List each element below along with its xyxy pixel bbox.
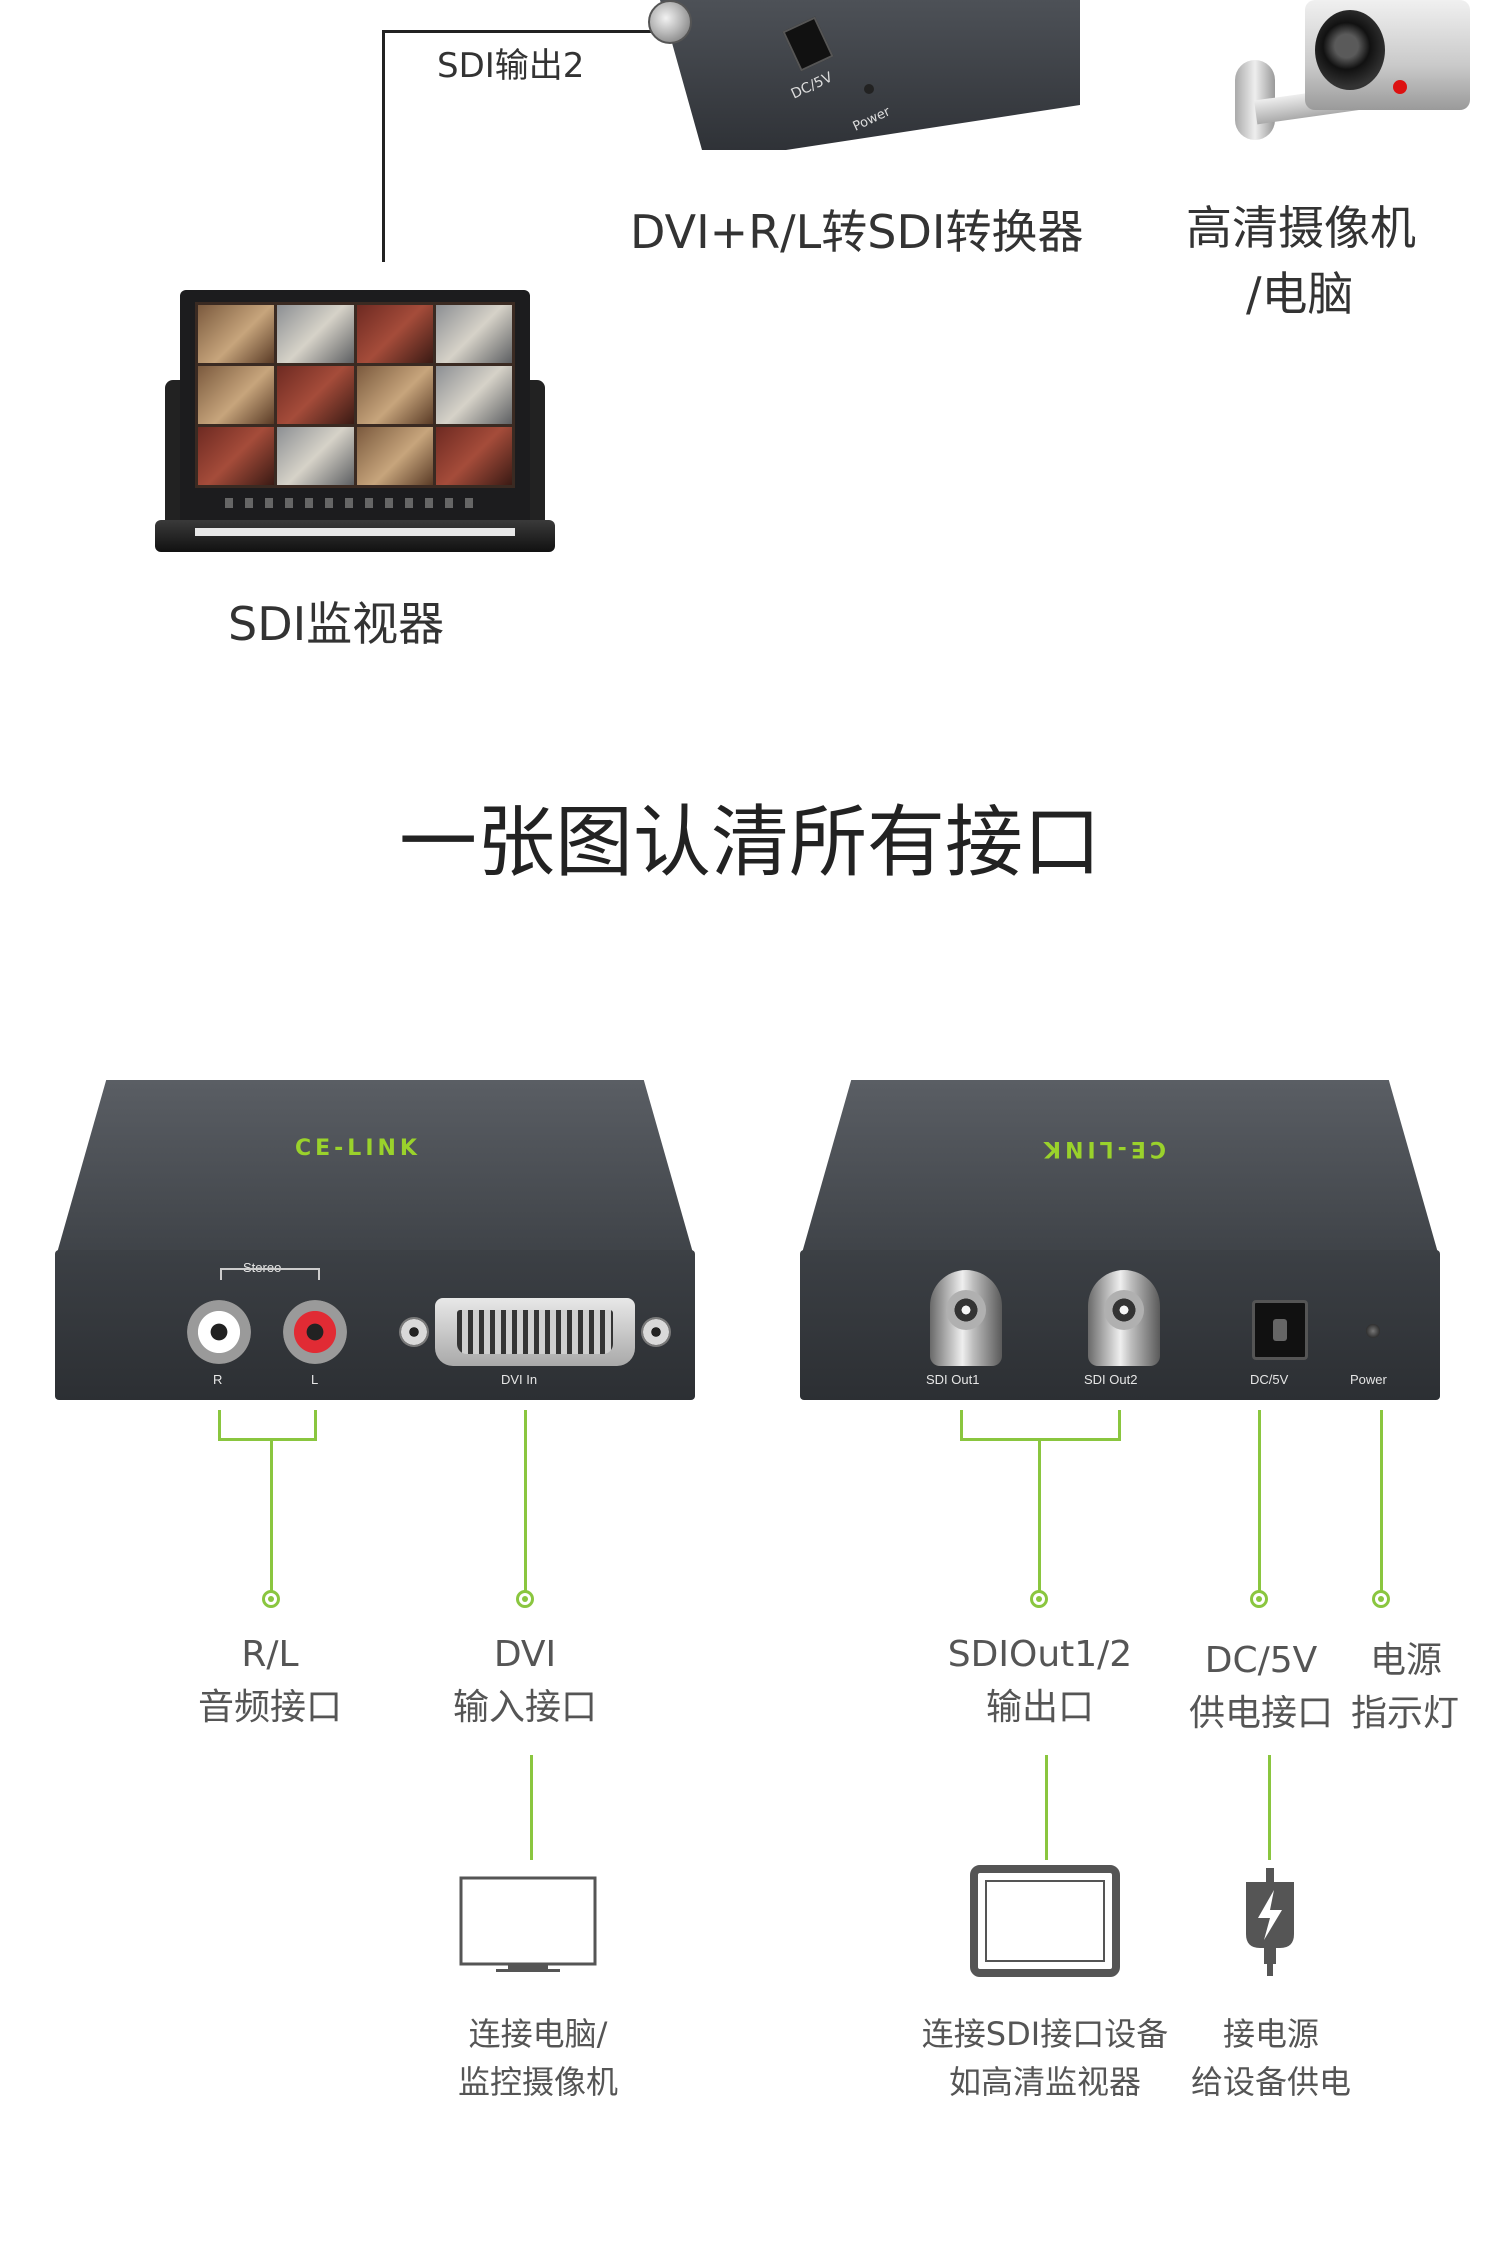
sdi-label-line2: 输出口 [985,1687,1094,1728]
power-connector-line [1268,1755,1271,1860]
power-dot [1372,1590,1390,1608]
right-device-image: CE-LINK SDI Out1 SDI Out2 DC/5V Power [800,1080,1440,1400]
sdi-stem [1038,1440,1041,1592]
rl-bracket-left [218,1410,221,1440]
sdi-out2-port [1088,1270,1160,1366]
power-led [1366,1324,1380,1338]
right-device-top [800,1080,1440,1260]
rca-white-port [187,1300,251,1364]
sdi-cable-top [382,30,657,33]
left-device-image: CE-LINK Stereo R L DVI In [55,1080,695,1400]
sdi-out-label: SDI输出2 [437,46,585,86]
rl-bracket-bar [218,1438,317,1441]
dc-dot [1250,1590,1268,1608]
sdi-bracket-bar [960,1438,1121,1441]
converter-caption: DVI+R/L转SDI转换器 [630,205,1084,259]
connection-diagram: SDI输出2 DC/5V Power DVI+R/L转SDI转换器 高清摄像机 … [0,0,1500,680]
monitor-caption: SDI监视器 [228,597,445,651]
rca-r-label: R [213,1372,223,1387]
dc-label-line2: 供电接口 [1188,1693,1333,1734]
dc-label-line1: DC/5V [1204,1640,1318,1681]
stereo-bracket [220,1268,320,1280]
power-plug-icon [1246,1868,1294,1976]
rca-red-port [283,1300,347,1364]
monitor-screen [195,302,515,488]
display-icon [970,1865,1120,1977]
sdi-device-target-line2: 如高清监视器 [948,2063,1141,2101]
sdi-bracket-left [960,1410,963,1440]
dvi-dot [516,1590,534,1608]
power-target-line2: 给设备供电 [1190,2063,1351,2101]
sdi-label-line1: SDIOut1/2 [947,1634,1133,1675]
sdi-monitor-image [155,290,555,560]
camera-caption-line1: 高清摄像机 [1186,201,1416,255]
sdi-cable [382,30,385,262]
top-bnc-connector [648,0,692,44]
dc-stem [1258,1410,1261,1592]
sdi-device-target-line1: 连接SDI接口设备 [921,2015,1169,2053]
camera-image [1225,0,1475,150]
dvi-label-line1: DVI [493,1634,557,1675]
sdi-dot [1030,1590,1048,1608]
monitor-base-bar [195,528,515,536]
dvi-screw-left [399,1317,429,1347]
left-device-top [55,1080,695,1260]
dvi-screw-right [641,1317,671,1347]
power-stem [1380,1410,1383,1592]
dvi-stem [524,1410,527,1592]
dvi-in-label: DVI In [501,1372,538,1387]
rl-stem [270,1440,273,1592]
rl-label-line1: R/L [241,1634,299,1675]
pc-target-line2: 监控摄像机 [457,2063,618,2101]
camera-indicator-icon [1393,80,1407,94]
left-device-logo: CE-LINK [295,1136,421,1161]
rl-bracket-right [314,1410,317,1440]
rl-dot [262,1590,280,1608]
monitor-outline-icon [459,1876,597,1972]
sdi-out1-port [930,1270,1002,1366]
sdi-out2-label: SDI Out2 [1084,1372,1138,1387]
rca-l-label: L [311,1372,319,1387]
camera-caption-line2: /电脑 [1246,267,1354,321]
monitor-base [155,520,555,552]
right-device-logo: CE-LINK [1040,1136,1166,1161]
power-label-line1: 电源 [1369,1640,1442,1681]
top-power-led [864,84,874,94]
power-label-line2: 指示灯 [1350,1693,1459,1734]
sdi-device-connector-line [1045,1755,1048,1860]
stereo-label: Stereo [243,1260,282,1275]
rl-label-line2: 音频接口 [197,1687,342,1728]
power-target-line1: 接电源 [1222,2015,1319,2053]
monitor-buttons [225,498,485,508]
dvi-in-port [435,1298,635,1366]
camera-lens [1315,10,1385,90]
sdi-out1-label: SDI Out1 [926,1372,980,1387]
dc-5v-port [1252,1300,1308,1360]
pc-connector-line [530,1755,533,1860]
dvi-label-line2: 输入接口 [452,1687,597,1728]
sdi-bracket-right [1118,1410,1121,1440]
dc-5v-port-label: DC/5V [1250,1372,1289,1387]
power-port-label: Power [1350,1372,1387,1387]
pc-target-line1: 连接电脑/ [468,2015,608,2053]
section-heading: 一张图认清所有接口 [398,798,1101,888]
